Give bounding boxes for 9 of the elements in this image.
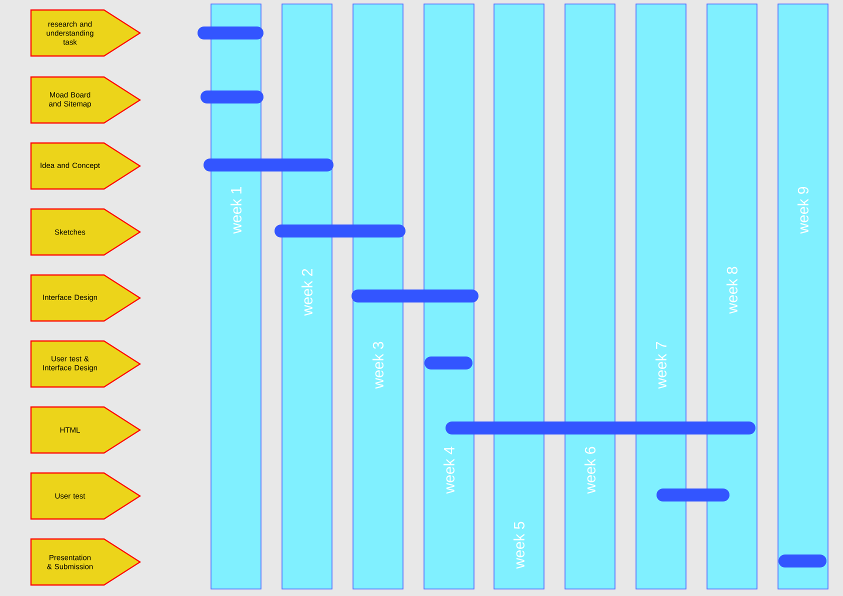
week-column: week 3 xyxy=(352,4,404,590)
week-column: week 6 xyxy=(564,4,616,590)
week-column: week 7 xyxy=(636,4,686,590)
week-column: week 4 xyxy=(424,4,474,590)
week-column: week 2 xyxy=(282,4,332,590)
week-column: week 8 xyxy=(706,4,758,590)
week-column: week 9 xyxy=(778,4,828,590)
week-column: week 1 xyxy=(210,4,262,590)
week-column: week 5 xyxy=(494,4,544,590)
